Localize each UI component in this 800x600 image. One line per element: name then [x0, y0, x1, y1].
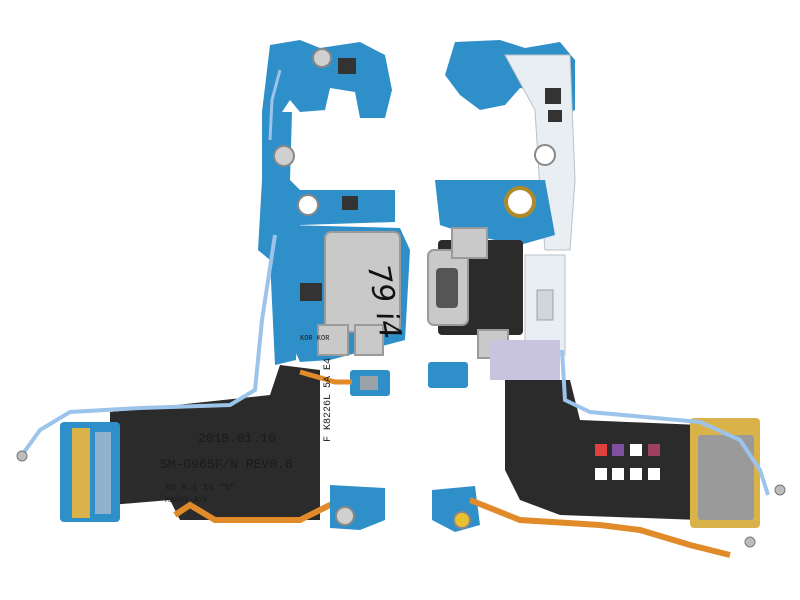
left-orange-flex-2 [299, 369, 352, 385]
connector-pins [72, 428, 90, 518]
left-port-tab [317, 324, 349, 356]
coax-end [16, 450, 28, 462]
right-coax-cable [560, 349, 770, 496]
screw-ring [453, 511, 471, 529]
right-flex-board [427, 40, 786, 558]
right-orange-flex [468, 497, 731, 558]
left-model-label: SM-G965F/N REV0.8 [160, 457, 293, 472]
right-connector-shield [698, 435, 754, 520]
right-lilac-layer [490, 340, 560, 380]
ic-chip [545, 88, 561, 104]
left-small-label-1: KH R.1 I5 "5" [165, 483, 235, 493]
screw-ring [297, 194, 319, 216]
coax-end [774, 484, 786, 496]
left-coax-top [268, 69, 282, 141]
ic-chip [338, 58, 356, 74]
left-black-flex [110, 365, 320, 520]
screw-ring [335, 506, 355, 526]
screw-ring [273, 145, 295, 167]
screw-ring [504, 186, 536, 218]
screw-ring [312, 48, 332, 68]
plate-slot [536, 289, 554, 321]
left-small-label-2: MA89V-A/F [165, 496, 208, 505]
left-pcb-top [262, 40, 392, 118]
left-serial-label: F K8226L 5A E4 [323, 358, 334, 442]
connector-frame [95, 432, 111, 514]
right-port-slot [436, 268, 458, 308]
left-coax-cable [20, 234, 277, 457]
right-test-pads [595, 444, 660, 480]
ic-chip [300, 283, 322, 301]
screw-ring [534, 144, 556, 166]
ic-chip [342, 196, 358, 210]
sensor-chip [360, 376, 378, 390]
left-date-label: 2018.01.10 [198, 431, 276, 446]
left-small-label-3: KOR KOR [300, 335, 330, 343]
left-flex-board: 2018.01.10 SM-G965F/N REV0.8 KH R.1 I5 "… [16, 40, 410, 530]
right-port-tab [451, 227, 488, 259]
coax-end [744, 536, 756, 548]
ic-chip [548, 110, 562, 122]
left-port-tab-2 [354, 324, 384, 356]
right-sensor-pad [428, 362, 468, 388]
